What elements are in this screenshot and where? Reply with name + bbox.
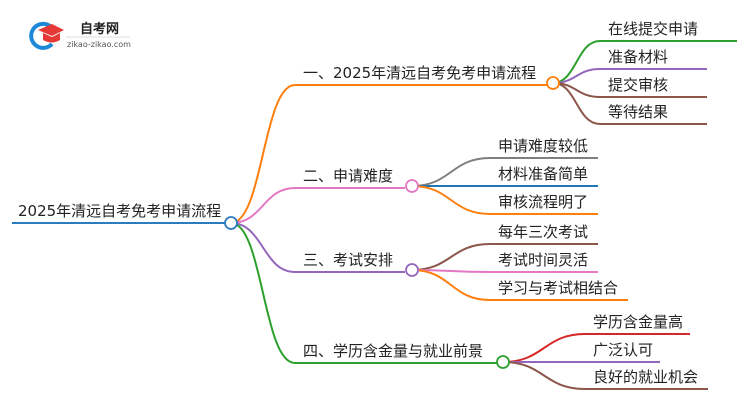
leaf-node[interactable]: 良好的就业机会 [593,368,698,386]
branch-collapse-toggle-1[interactable] [546,76,560,90]
root-node[interactable]: 2025年清远自考免考申请流程 [18,202,221,220]
leaf-link [411,185,491,215]
leaf-node[interactable]: 学习与考试相结合 [498,279,618,297]
leaf-node[interactable]: 广泛认可 [593,341,653,359]
leaf-node[interactable]: 审核流程明了 [498,193,588,211]
leaf-link [411,157,491,187]
leaf-node[interactable]: 考试时间灵活 [498,251,588,269]
branch-collapse-toggle-3[interactable] [405,263,419,277]
leaf-node[interactable]: 学历含金量高 [593,313,683,331]
logo-subtitle: zikao-zikao.com [67,40,131,49]
leaf-link [411,269,491,301]
cap-base-icon [43,33,60,43]
logo-ring-icon [29,21,54,50]
branch-node-2[interactable]: 二、申请难度 [303,167,393,185]
branch-link-3 [230,222,296,273]
leaf-link [411,243,491,271]
branch-node-4[interactable]: 四、学历含金量与就业前景 [303,342,483,360]
root-collapse-toggle[interactable] [224,216,238,230]
leaf-node[interactable]: 申请难度较低 [498,137,588,155]
leaf-link [502,333,586,363]
leaf-node[interactable]: 准备材料 [608,48,668,66]
branch-node-1[interactable]: 一、2025年清远自考免考申请流程 [303,64,536,82]
leaf-node[interactable]: 每年三次考试 [498,223,588,241]
branch-node-3[interactable]: 三、考试安排 [303,251,393,269]
branch-link-1 [230,84,296,224]
leaf-node[interactable]: 等待结果 [608,103,668,121]
branch-link-2 [230,187,296,224]
branch-collapse-toggle-4[interactable] [496,355,510,369]
leaf-node[interactable]: 材料准备简单 [498,165,588,183]
graduation-cap-icon [38,24,64,36]
leaf-node[interactable]: 在线提交申请 [608,20,698,38]
branch-collapse-toggle-2[interactable] [405,179,419,193]
logo: 自考网 zikao-zikao.com [29,21,131,50]
logo-title: 自考网 [80,21,119,37]
branch-link-4 [230,222,296,364]
leaf-link [502,361,586,390]
leaf-node[interactable]: 提交审核 [608,76,668,94]
